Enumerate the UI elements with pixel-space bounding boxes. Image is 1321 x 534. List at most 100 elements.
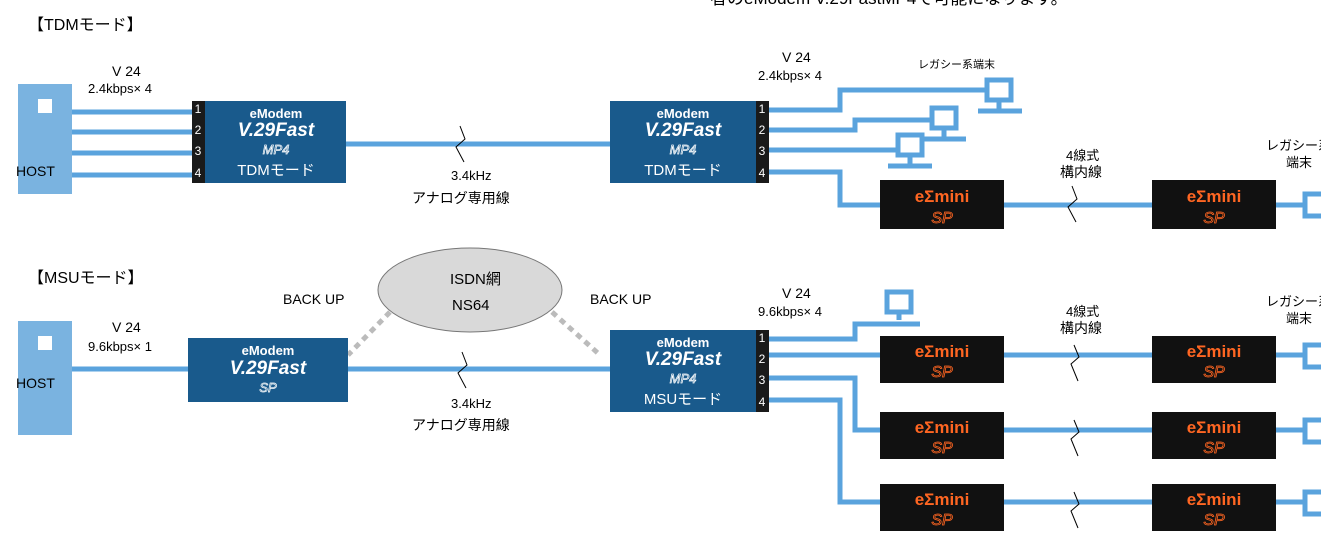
tdm-modem-b-mode: TDMモード <box>644 162 722 179</box>
tdm-modem-a-port-2: 2 <box>195 123 202 137</box>
tdm-emini-b-brand: eΣmini <box>1187 187 1242 206</box>
tdm-legacy-terminal-label: レガシー系端末 <box>918 57 995 71</box>
msu-inhouse-line-1-break <box>1070 344 1080 382</box>
tdm-host-links <box>72 109 192 178</box>
msu-modem-b-brand: eModem <box>657 335 710 350</box>
tdm-right-legacy-label-1: レガシー系 <box>1266 138 1321 153</box>
msu-modem-a-sub: SP <box>259 380 277 395</box>
msu-emini-2b <box>1152 412 1276 459</box>
msu-inhouse-line-3-break <box>1070 491 1080 529</box>
msu-emini-3a <box>880 484 1004 531</box>
tdm-modem-a <box>205 101 346 183</box>
backup-link-left <box>346 310 392 357</box>
tdm-emini-b-sub: SP <box>1203 210 1225 227</box>
msu-right-legacy-label-1: レガシー系 <box>1266 294 1321 309</box>
tdm-inhouse-line-break <box>1067 185 1078 223</box>
msu-terminal-icon <box>878 289 920 327</box>
tdm-right-legacy-label-2: 端末 <box>1286 155 1312 170</box>
msu-emini-1b <box>1152 336 1276 383</box>
tdm-section-title: 【TDMモード】 <box>28 17 143 34</box>
msu-emini-3a-sub: SP <box>931 512 953 529</box>
tdm-remote-links <box>769 87 985 208</box>
tdm-emini-a-brand: eΣmini <box>915 187 970 206</box>
msu-emini-3b-brand: eΣmini <box>1187 490 1242 509</box>
tdm-emini-a-sub: SP <box>931 210 953 227</box>
msu-modem-b-port-2: 2 <box>759 352 766 366</box>
tdm-modem-b-port-1: 1 <box>759 102 766 116</box>
isdn-label-2: NS64 <box>452 297 490 314</box>
msu-remote-link-label: V 24 <box>782 285 811 301</box>
backup-label-right: BACK UP <box>590 291 651 307</box>
msu-remote-links <box>769 321 887 505</box>
msu-emini-1a <box>880 336 1004 383</box>
msu-section-title: 【MSUモード】 <box>28 270 144 287</box>
msu-leased-line-break <box>457 351 468 389</box>
tdm-modem-b-port-2: 2 <box>759 123 766 137</box>
msu-host-link-speed: 9.6kbps× 1 <box>88 339 152 354</box>
msu-emini-2a <box>880 412 1004 459</box>
tdm-modem-a-model: V.29Fast <box>238 120 315 141</box>
msu-emini-3a-brand: eΣmini <box>915 490 970 509</box>
tdm-inhouse-label-1: 4線式 <box>1066 148 1099 163</box>
tdm-terminal-3-icon <box>888 132 932 169</box>
msu-modem-b-mode: MSUモード <box>644 391 722 408</box>
backup-label-left: BACK UP <box>283 291 344 307</box>
tdm-terminal-1-icon <box>978 77 1022 114</box>
msu-emini-2a-sub: SP <box>931 440 953 457</box>
msu-host-label: HOST <box>16 375 55 391</box>
tdm-remote-link-label: V 24 <box>782 49 811 65</box>
top-note: 者のeModem V.29FastMP4で可能になります。 <box>710 0 1068 8</box>
tdm-leased-line-label-1: 3.4kHz <box>451 168 491 183</box>
tdm-host-link-label: V 24 <box>112 63 141 79</box>
msu-emini-1b-sub: SP <box>1203 364 1225 381</box>
msu-right-terminal-2-icon <box>1302 417 1321 445</box>
tdm-host-link-speed: 2.4kbps× 4 <box>88 81 152 96</box>
msu-emini-1a-brand: eΣmini <box>915 342 970 361</box>
tdm-modem-b-port-4: 4 <box>759 166 766 180</box>
tdm-modem-b-sub: MP4 <box>670 142 697 157</box>
msu-modem-b-port-3: 3 <box>759 373 766 387</box>
msu-modem-b-ports <box>756 330 769 412</box>
tdm-inhouse-label-2: 構内線 <box>1060 164 1102 180</box>
msu-modem-a-model: V.29Fast <box>230 358 307 379</box>
tdm-right-terminal-icon <box>1302 191 1321 219</box>
msu-emini-2a-brand: eΣmini <box>915 418 970 437</box>
tdm-modem-a-port-1: 1 <box>195 102 202 116</box>
tdm-emini-b <box>1152 180 1276 229</box>
msu-modem-a <box>188 338 348 402</box>
tdm-modem-b-port-3: 3 <box>759 144 766 158</box>
tdm-modem-b <box>610 101 756 183</box>
msu-host-link-label: V 24 <box>112 319 141 335</box>
msu-emini-2b-brand: eΣmini <box>1187 418 1242 437</box>
tdm-modem-a-port-3: 3 <box>195 144 202 158</box>
msu-inhouse-label-1: 4線式 <box>1066 304 1099 319</box>
backup-link-right <box>550 310 602 357</box>
msu-emini-1b-brand: eΣmini <box>1187 342 1242 361</box>
msu-emini-1a-sub: SP <box>931 364 953 381</box>
msu-emini-3b-sub: SP <box>1203 512 1225 529</box>
isdn-cloud <box>377 247 563 333</box>
msu-right-terminal-1-icon <box>1302 342 1321 370</box>
tdm-modem-a-ports <box>192 101 205 183</box>
tdm-modem-a-mode: TDMモード <box>237 162 315 179</box>
msu-modem-a-brand: eModem <box>242 343 295 358</box>
tdm-modem-a-sub: MP4 <box>263 142 290 157</box>
tdm-leased-line-break <box>455 125 466 163</box>
msu-modem-b-port-1: 1 <box>759 331 766 345</box>
tdm-modem-b-model: V.29Fast <box>645 120 722 141</box>
msu-modem-b <box>610 330 756 412</box>
tdm-leased-line-label-2: アナログ専用線 <box>412 190 510 206</box>
msu-emini-2b-sub: SP <box>1203 440 1225 457</box>
msu-modem-b-port-4: 4 <box>759 395 766 409</box>
tdm-modem-a-port-4: 4 <box>195 166 202 180</box>
tdm-modem-b-brand: eModem <box>657 106 710 121</box>
tdm-modem-a-brand: eModem <box>250 106 303 121</box>
msu-right-legacy-label-2: 端末 <box>1286 311 1312 326</box>
msu-right-terminal-3-icon <box>1302 489 1321 517</box>
isdn-label-1: ISDN網 <box>450 271 501 288</box>
tdm-modem-b-ports <box>756 101 769 183</box>
tdm-remote-link-speed: 2.4kbps× 4 <box>758 68 822 83</box>
msu-inhouse-line-2-break <box>1070 419 1080 457</box>
msu-modem-b-model: V.29Fast <box>645 349 722 370</box>
